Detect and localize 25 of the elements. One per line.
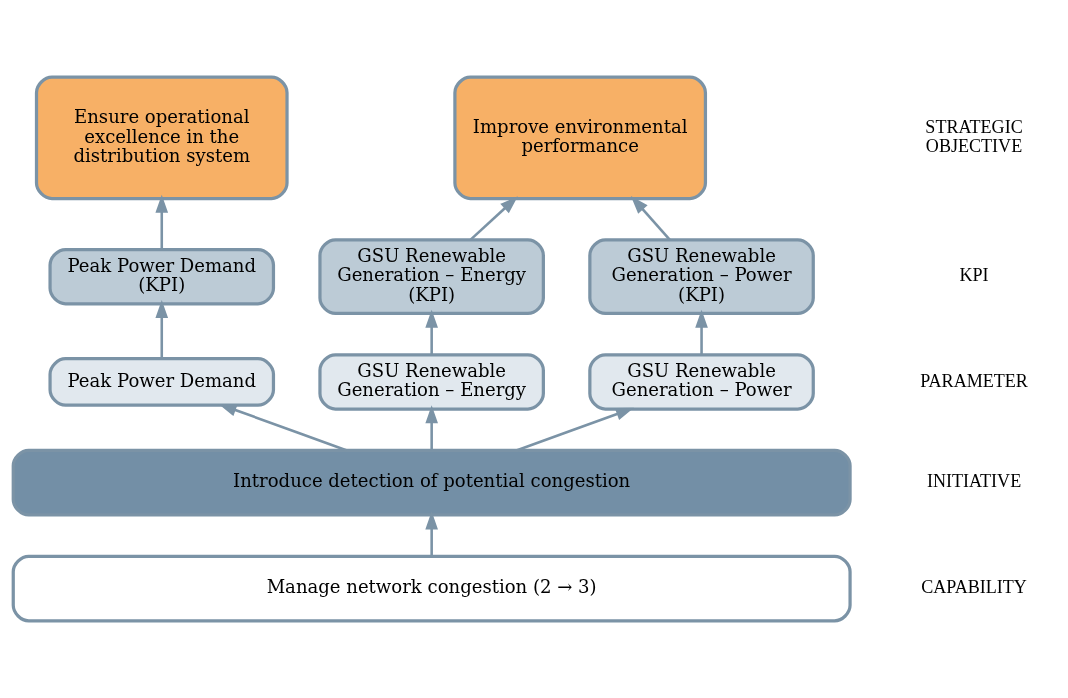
label: INITIATIVE [926,471,1022,492]
arrow [425,405,438,451]
arrow [425,511,438,557]
node-box: Manage network congestion (2 → 3) [11,554,852,623]
arrow [516,407,634,452]
label: CAPABILITY [921,577,1027,598]
node-box: GSU Renewable Generation – Power [588,353,815,411]
node-box: GSU Renewable Generation – Power (KPI) [588,238,815,316]
node-box: Peak Power Demand [48,357,276,407]
arrow [218,403,347,452]
arrow [425,309,438,355]
arrow [630,196,671,241]
label: PARAMETER [920,370,1028,391]
node-box: GSU Renewable Generation – Energy [318,353,545,411]
arrow [469,196,518,241]
label: STRATEGIC OBJECTIVE [925,116,1023,157]
node-box: Ensure operational excellence in the distribution system [34,75,289,201]
node-box: Improve environmental performance [453,75,708,201]
label: KPI [959,265,989,286]
node-box: GSU Renewable Generation – Energy (KPI) [318,238,545,316]
arrow [155,299,169,359]
arrow [695,309,708,355]
node-box: Introduce detection of potential congestion [11,448,852,517]
arrow [155,194,169,250]
node-box: Peak Power Demand (KPI) [48,247,276,306]
